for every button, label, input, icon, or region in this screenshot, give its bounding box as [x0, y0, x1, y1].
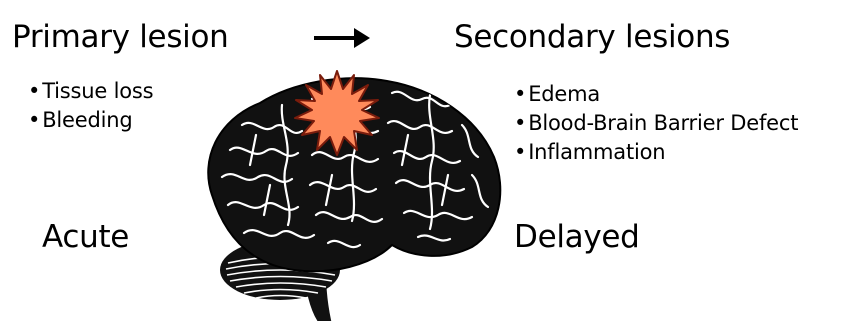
secondary-lesions-list: Edema Blood-Brain Barrier Defect Inflamm… — [514, 80, 798, 167]
right-arrow-icon — [312, 26, 372, 50]
secondary-lesions-title: Secondary lesions — [454, 22, 730, 53]
secondary-item-inflammation: Inflammation — [514, 138, 798, 167]
delayed-label: Delayed — [514, 222, 640, 253]
secondary-item-edema: Edema — [514, 80, 798, 109]
primary-item-bleeding: Bleeding — [28, 106, 153, 135]
brain-illustration — [182, 65, 512, 321]
secondary-item-bbb-defect: Blood-Brain Barrier Defect — [514, 109, 798, 138]
primary-lesion-list: Tissue loss Bleeding — [28, 77, 153, 135]
primary-item-tissue-loss: Tissue loss — [28, 77, 153, 106]
primary-lesion-title: Primary lesion — [12, 22, 229, 53]
acute-label: Acute — [42, 222, 129, 253]
